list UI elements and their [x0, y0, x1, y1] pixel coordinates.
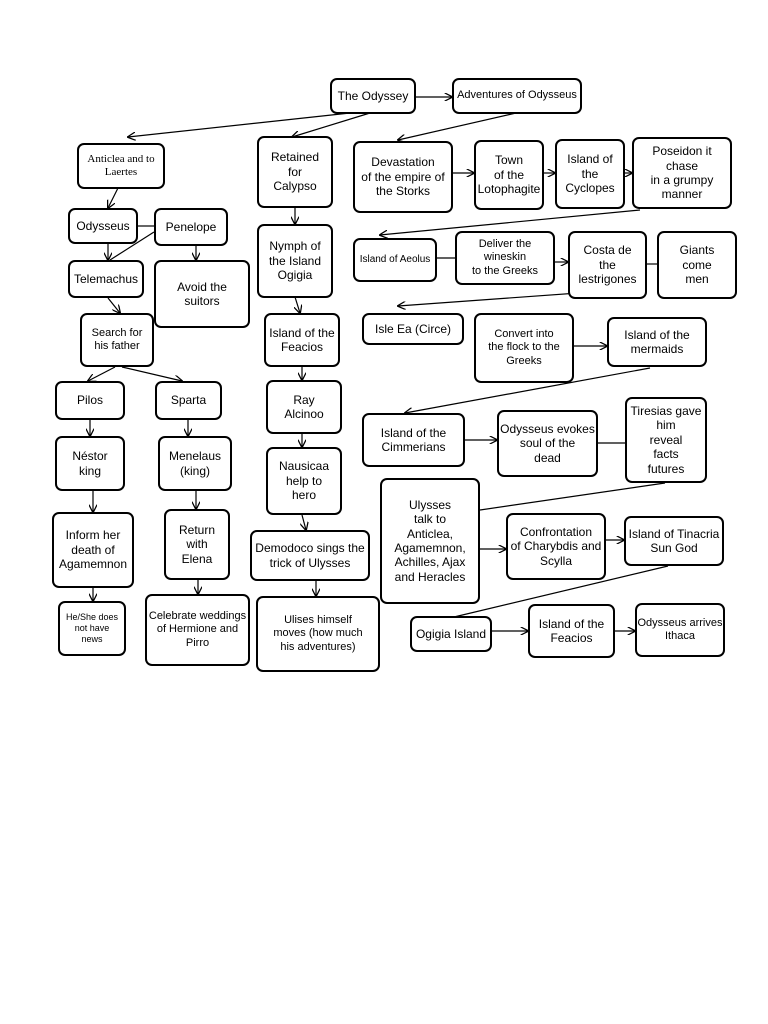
- node-ulises-moves: Ulises himself moves (how much his adven…: [256, 596, 380, 672]
- node-sparta: Sparta: [155, 381, 222, 420]
- node-ogigia-island: Ogigia Island: [410, 616, 492, 652]
- node-poseidon-chase: Poseidon it chase in a grumpy manner: [632, 137, 732, 209]
- node-costa-lestrigones: Costa de the lestrigones: [568, 231, 647, 299]
- connector-arrow: [88, 366, 116, 381]
- node-giants-come-men: Giants come men: [657, 231, 737, 299]
- node-inform-death: Inform her death of Agamemnon: [52, 512, 134, 588]
- node-tiresias: Tiresias gave him reveal facts futures: [625, 397, 707, 483]
- node-return-elena: Return with Elena: [164, 509, 230, 580]
- connector-arrow: [108, 187, 119, 208]
- node-pilos: Pilos: [55, 381, 125, 420]
- node-telemachus: Telemachus: [68, 260, 144, 298]
- node-deliver-wineskin: Deliver the wineskin to the Greeks: [455, 231, 555, 285]
- node-search-for-father: Search for his father: [80, 313, 154, 367]
- connector-line: [479, 482, 666, 511]
- node-adventures-of-odysseus: Adventures of Odysseus: [452, 78, 582, 114]
- node-island-cimmerians: Island of the Cimmerians: [362, 413, 465, 467]
- node-menelaus-king: Menelaus (king): [158, 436, 232, 491]
- connector-arrow: [405, 367, 651, 413]
- connector-line: [453, 565, 669, 618]
- connector-line: [109, 231, 155, 261]
- node-island-feacios-1: Island of the Feacios: [264, 313, 340, 367]
- node-ulysses-talk: Ulysses talk to Anticlea, Agamemnon, Ach…: [380, 478, 480, 604]
- node-devastation-storks: Devastation of the empire of the Storks: [353, 141, 453, 213]
- node-ray-alcinoo: Ray Alcinoo: [266, 380, 342, 434]
- node-nausicaa: Nausicaa help to hero: [266, 447, 342, 515]
- node-avoid-suitors: Avoid the suitors: [154, 260, 250, 328]
- node-odysseus: Odysseus: [68, 208, 138, 244]
- node-confrontation: Confrontation of Charybdis and Scylla: [506, 513, 606, 580]
- node-penelope: Penelope: [154, 208, 228, 246]
- node-isle-ea-circe: Isle Ea (Circe): [362, 313, 464, 345]
- node-island-aeolus: Island of Aeolus: [353, 238, 437, 282]
- node-nymph-ogigia: Nymph of the Island Ogigia: [257, 224, 333, 298]
- connector-arrow: [398, 112, 517, 140]
- connector-arrow: [121, 366, 182, 381]
- node-island-feacios-2: Island of the Feacios: [528, 604, 615, 658]
- node-island-mermaids: Island of the mermaids: [607, 317, 707, 367]
- connector-arrow: [302, 514, 306, 530]
- connector-arrow: [128, 112, 351, 137]
- node-town-lotophagite: Town of the Lotophagite: [474, 140, 544, 210]
- node-no-news: He/She does not have news: [58, 601, 126, 656]
- node-the-odyssey: The Odyssey: [330, 78, 416, 114]
- connector-arrow: [292, 112, 371, 137]
- node-arrives-ithaca: Odysseus arrives Ithaca: [635, 603, 725, 657]
- connector-arrow: [295, 296, 300, 313]
- node-island-tinacria: Island of Tinacria Sun God: [624, 516, 724, 566]
- node-celebrate-weddings: Celebrate weddings of Hermione and Pirro: [145, 594, 250, 666]
- connector-arrow: [380, 209, 641, 235]
- node-convert-flock: Convert into the flock to the Greeks: [474, 313, 574, 383]
- node-anticlea-laertes: Anticlea and to Laertes: [77, 143, 165, 189]
- node-odysseus-evokes: Odysseus evokes soul of the dead: [497, 410, 598, 477]
- node-nestor-king: Néstor king: [55, 436, 125, 491]
- node-island-cyclopes: Island of the Cyclopes: [555, 139, 625, 209]
- node-retained-for-calypso: Retained for Calypso: [257, 136, 333, 208]
- connector-arrow: [107, 297, 120, 313]
- node-demodoco: Demodoco sings the trick of Ulysses: [250, 530, 370, 581]
